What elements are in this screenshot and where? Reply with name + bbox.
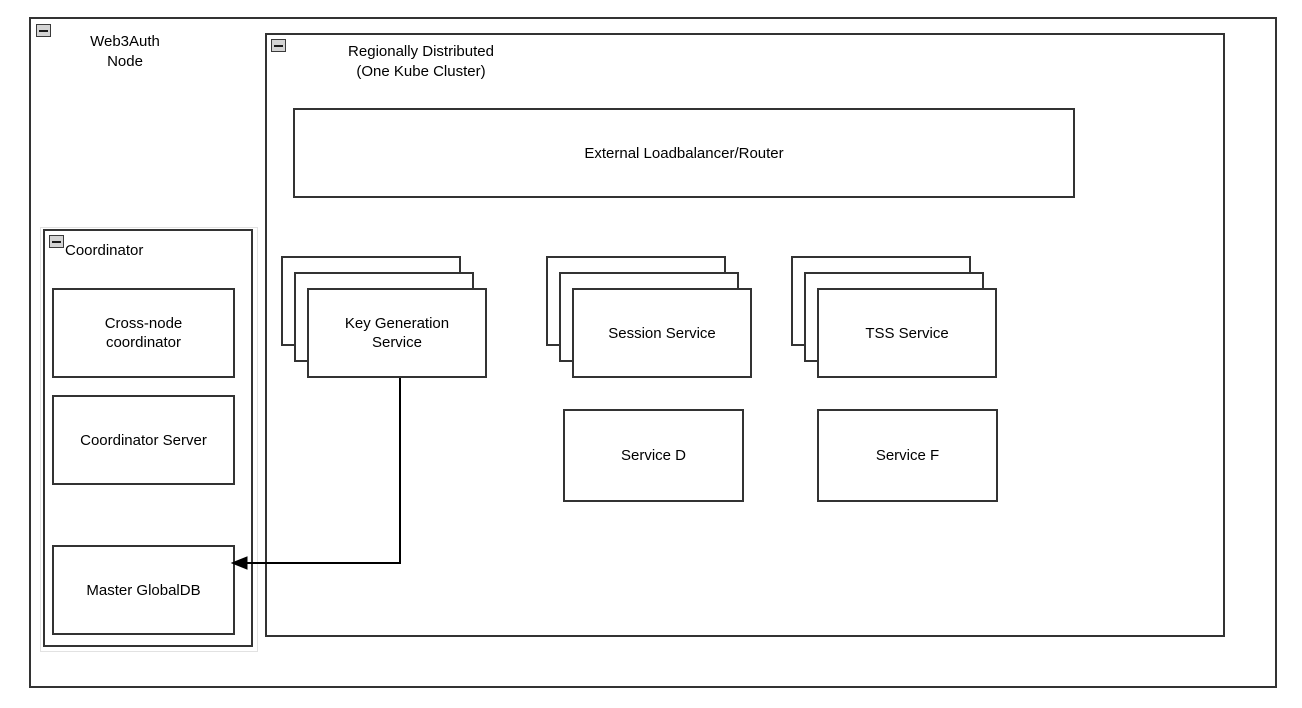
master-globaldb-box[interactable]: Master GlobalDB [52, 545, 235, 635]
kube-cluster-title: Regionally Distributed (One Kube Cluster… [348, 43, 494, 80]
key-generation-service-label: Key Generation Service [344, 315, 450, 351]
service-d-box[interactable]: Service D [563, 409, 744, 502]
tss-service-label: TSS Service [865, 324, 949, 342]
master-globaldb-label: Master GlobalDB [86, 581, 201, 599]
service-d-label: Service D [620, 447, 687, 464]
tss-service-stack[interactable]: TSS Service [791, 256, 997, 378]
coordinator-server-label: Coordinator Server [80, 431, 207, 449]
key-generation-service-stack[interactable]: Key Generation Service [281, 256, 487, 378]
cross-node-coordinator-label: Cross-node coordinator [104, 315, 183, 351]
cross-node-coordinator-box[interactable]: Cross-node coordinator [52, 288, 235, 378]
collapse-minus-icon-kube-cluster[interactable] [271, 39, 286, 52]
service-f-label: Service F [875, 447, 940, 464]
coordinator-title: Coordinator [65, 242, 144, 259]
session-service-label: Session Service [608, 324, 716, 342]
web3auth-node-title: Web3Auth Node [90, 33, 160, 70]
external-loadbalancer-router-label: External Loadbalancer/Router [584, 144, 784, 162]
session-service-stack[interactable]: Session Service [546, 256, 752, 378]
session-service-box[interactable]: Session Service [572, 288, 752, 378]
key-generation-service-box[interactable]: Key Generation Service [307, 288, 487, 378]
service-f-box[interactable]: Service F [817, 409, 998, 502]
collapse-minus-icon-web3auth-node[interactable] [36, 24, 51, 37]
tss-service-box[interactable]: TSS Service [817, 288, 997, 378]
collapse-minus-icon-coordinator[interactable] [49, 235, 64, 248]
coordinator-server-box[interactable]: Coordinator Server [52, 395, 235, 485]
external-loadbalancer-router-box[interactable]: External Loadbalancer/Router [293, 108, 1075, 198]
